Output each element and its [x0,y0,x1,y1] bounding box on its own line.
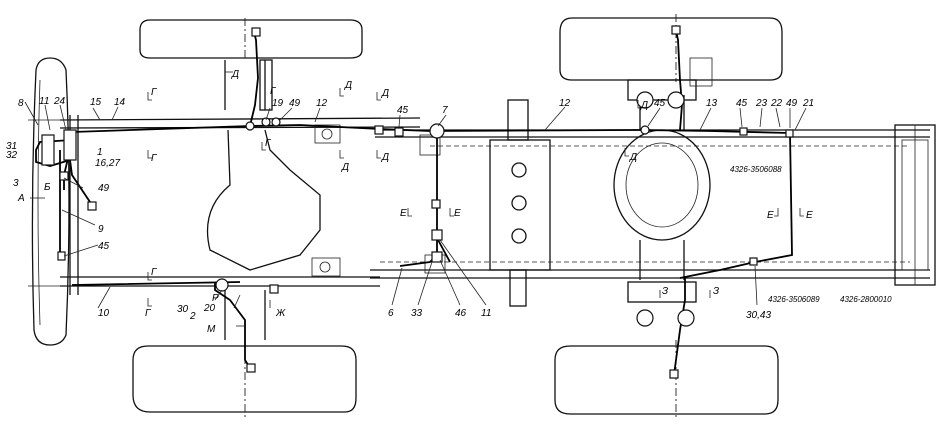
section-z-2: З [713,286,719,297]
section-markers [30,71,804,327]
section-d-4: Д [381,152,389,163]
center-crossmember [489,99,551,307]
section-l: Д [231,69,239,80]
section-a: А [17,193,25,204]
section-e-4: Е [806,210,813,221]
callout-1: 1 [97,147,103,158]
callout-11b: 11 [481,308,491,319]
part-number-3: 4326-2800010 [840,295,892,304]
section-e-3: Е [767,210,774,221]
callout-2: 2 [189,311,196,322]
rear-end [894,124,936,286]
callout-11: 11 [39,96,49,107]
callout-19: 19 [272,98,284,109]
section-e-2: Е [454,208,461,219]
part-number-1: 4326-3506088 [730,165,782,174]
section-m: М [207,324,216,335]
leader-lines [24,101,807,309]
section-g-2: Г [151,153,158,164]
callout-45b: 45 [397,105,409,116]
callout-30: 30 [177,304,189,315]
callout-21: 21 [802,98,814,109]
callout-30-43: 30,43 [746,310,771,321]
main-harness [35,29,793,376]
callout-24: 24 [53,96,66,107]
section-g-1: Г [151,87,158,98]
callout-12a: 12 [316,98,328,109]
section-g-3: Г [151,267,158,278]
section-g-6: Г [265,138,272,149]
frame-bottom-rail [60,261,930,287]
section-p: Р [212,293,219,304]
section-zh: Ж [275,308,286,319]
rear-differential [613,79,711,303]
callout-20: 20 [203,303,216,314]
section-d-3: Д [381,88,389,99]
callout-6: 6 [388,308,394,319]
callout-22: 22 [770,98,783,109]
section-d-1: Д [344,80,352,91]
callout-49a: 49 [98,183,110,194]
section-d-6: Д [629,152,637,163]
brackets [311,57,713,277]
callout-8: 8 [18,98,24,109]
callout-13: 13 [706,98,718,109]
callout-12b: 12 [559,98,571,109]
section-e-1: Е [400,208,407,219]
connectors [41,25,794,379]
callout-45d: 45 [736,98,748,109]
callout-9: 9 [98,224,104,235]
callout-23: 23 [755,98,768,109]
section-b: Б [44,182,51,193]
callout-16-27: 16,27 [95,158,120,169]
section-d-2: Д [341,162,349,173]
callout-45c: 45 [654,98,666,109]
section-g-5: Г [270,86,277,97]
part-number-2: 4326-3506089 [768,295,820,304]
callout-32: 32 [6,150,18,161]
callout-labels: 8 11 24 15 14 31 32 1 16,27 3 49 9 45 10… [6,96,814,322]
section-g-4: Г [145,308,152,319]
callout-33: 33 [411,308,423,319]
front-axle [206,59,321,340]
callout-49c: 49 [786,98,798,109]
callout-14: 14 [114,97,126,108]
callout-10: 10 [98,308,110,319]
section-letters: А Б Г Г Г Г Г Г Д Д Д Д Д Д Д Е Е Е Е Р … [17,69,813,335]
callout-31: 31 [6,141,17,152]
rear-wheel-bottom [554,340,779,420]
frame-top-rail [59,117,930,147]
rear-wheel-top [559,14,783,82]
section-z-1: З [662,286,668,297]
callout-49b: 49 [289,98,301,109]
part-numbers: 4326-3506088 4326-3506089 4326-2800010 [730,165,892,304]
front-wheel-top [139,18,363,60]
callout-46: 46 [455,308,467,319]
section-d-5: Д [640,100,648,111]
front-wheel-bottom [132,340,357,420]
callout-3: 3 [13,178,19,189]
callout-15: 15 [90,97,102,108]
callout-45a: 45 [98,241,110,252]
callout-7: 7 [442,105,448,116]
spare-wheel [31,57,70,346]
